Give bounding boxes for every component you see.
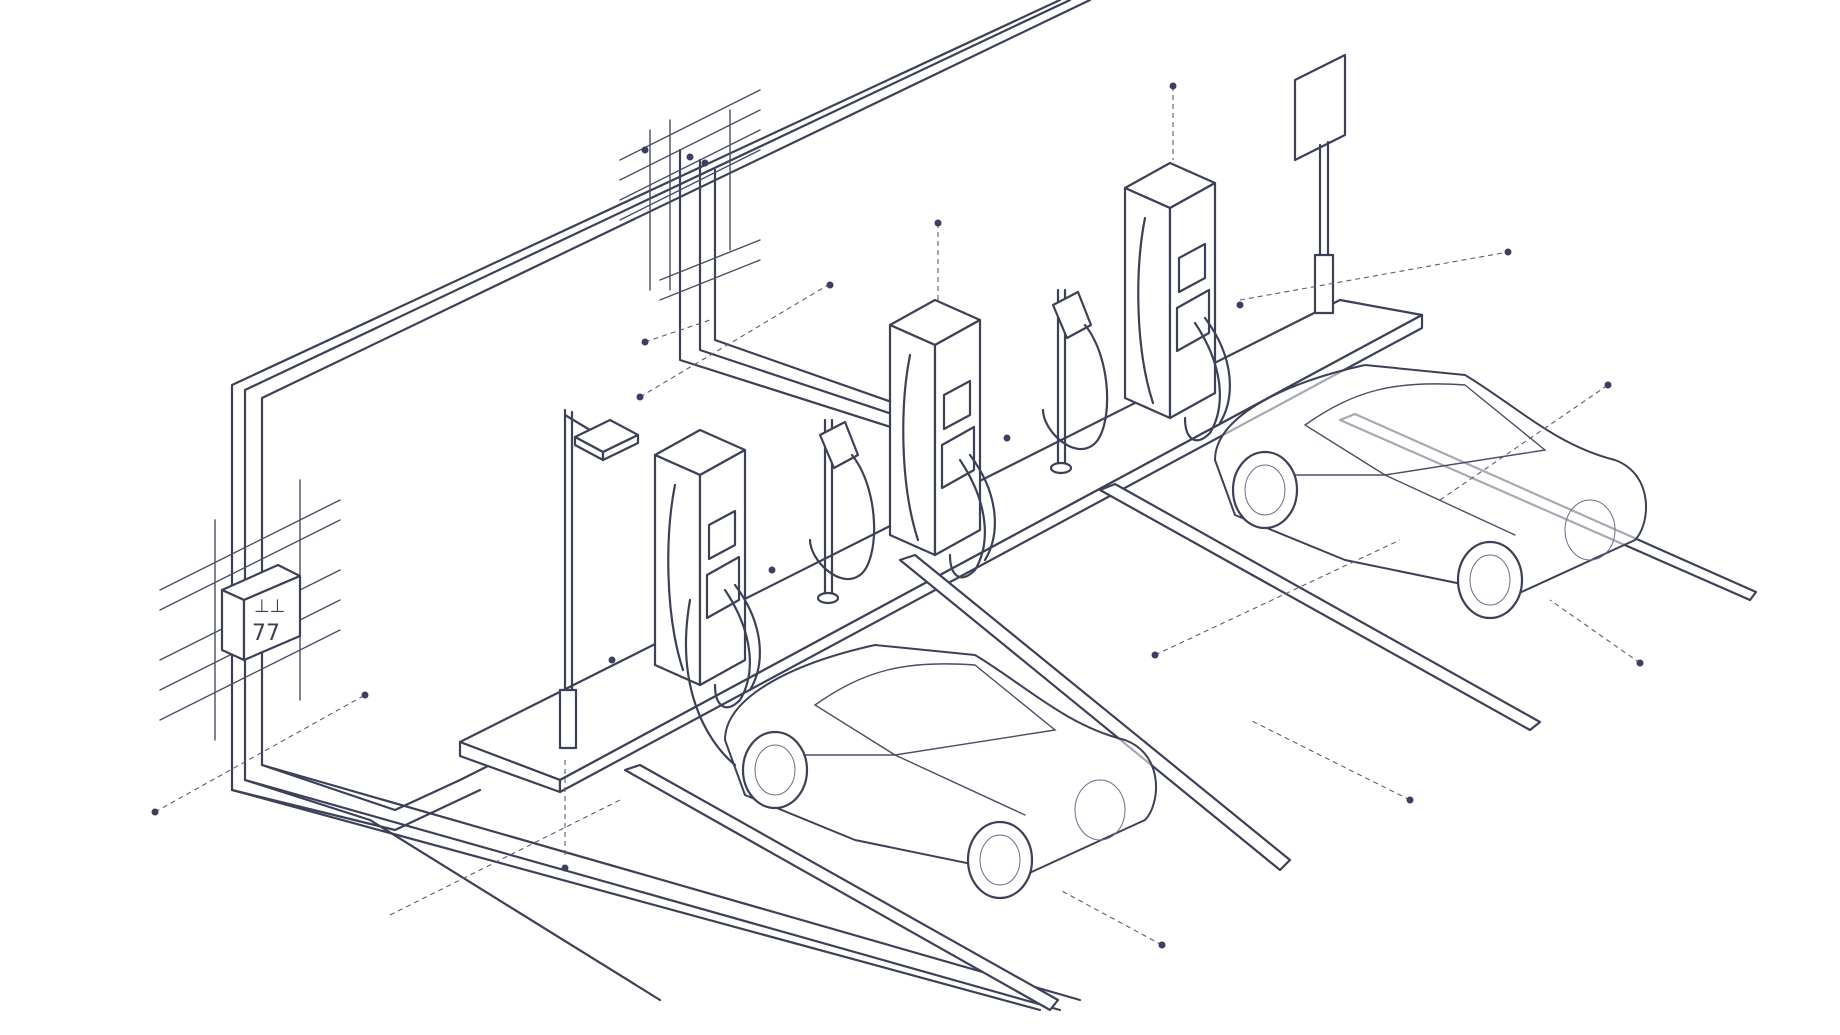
callouts xyxy=(151,82,1644,949)
charger-middle xyxy=(888,298,996,579)
junction-box: ⊥⊥ 77 xyxy=(220,563,302,662)
wallbox-post-1 xyxy=(808,418,876,605)
light-pole xyxy=(558,408,640,750)
car-front xyxy=(685,598,1157,900)
wallbox-post-2 xyxy=(1041,288,1109,475)
junction-box-label-top: ⊥⊥ xyxy=(254,596,285,617)
charger-back xyxy=(1123,161,1231,442)
sign-post xyxy=(1293,53,1347,315)
car-back xyxy=(1214,364,1647,620)
charger-front xyxy=(653,428,761,709)
junction-box-label-bottom: 77 xyxy=(252,621,280,646)
